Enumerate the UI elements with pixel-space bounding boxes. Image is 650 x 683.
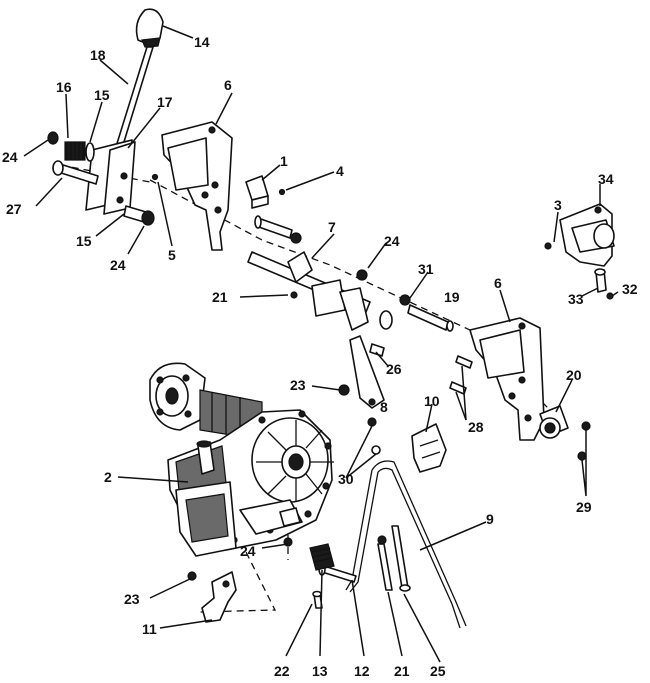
callout-15-upper: 15 — [94, 87, 110, 103]
callout-28: 28 — [468, 419, 484, 435]
nut-23-lower — [187, 571, 197, 581]
callout-7: 7 — [328, 219, 336, 235]
callout-8: 8 — [380, 399, 388, 415]
bushing-20 — [539, 405, 569, 439]
nut-29a — [581, 421, 591, 431]
callout-32: 32 — [622, 281, 638, 297]
callout-25: 25 — [430, 663, 446, 679]
callout-33: 33 — [568, 291, 584, 307]
leader-lines — [23, 25, 619, 663]
callout-10: 10 — [424, 393, 440, 409]
callout-22: 22 — [274, 663, 290, 679]
nut-24-mid — [356, 269, 368, 281]
callout-24-lower-left: 24 — [110, 257, 126, 273]
bracket-34 — [559, 203, 615, 267]
callout-14: 14 — [194, 34, 210, 50]
shift-shaft-7 — [247, 251, 393, 331]
callout-11: 11 — [142, 621, 157, 637]
control-rod-9 — [345, 460, 467, 629]
callout-1: 1 — [280, 153, 288, 169]
callout-3: 3 — [554, 197, 562, 213]
callout-21-lower: 21 — [394, 663, 410, 679]
washer-30a — [367, 417, 377, 427]
linkage-arm-8 — [349, 335, 385, 409]
bolts-28 — [449, 355, 473, 395]
washer-5 — [151, 173, 159, 181]
callout-15-lower: 15 — [76, 233, 92, 249]
shift-lever — [109, 8, 164, 169]
block-1 — [245, 175, 269, 209]
clip-21 — [290, 291, 298, 299]
callout-2: 2 — [104, 469, 112, 485]
pin-3 — [544, 242, 552, 250]
lever-bracket — [85, 139, 136, 215]
callout-12: 12 — [354, 663, 370, 679]
spring-16 — [47, 131, 95, 162]
callout-5: 5 — [168, 247, 176, 263]
bolt-shaft — [254, 215, 302, 244]
callout-24-mid: 24 — [384, 233, 400, 249]
bolt-33 — [594, 268, 607, 293]
long-bolt-25 — [391, 525, 411, 592]
assembly-axis-lines — [59, 164, 561, 613]
pin-26 — [369, 343, 385, 357]
callout-27: 27 — [6, 201, 22, 217]
nut-23-upper — [338, 384, 350, 396]
callout-6-right: 6 — [494, 275, 502, 291]
long-bolt-21 — [377, 535, 393, 591]
callout-labels: 14 18 16 15 17 6 24 27 15 24 5 1 4 7 24 … — [2, 34, 638, 679]
callout-19: 19 — [444, 289, 460, 305]
bolt-22 — [312, 590, 323, 609]
callout-18: 18 — [90, 47, 106, 63]
callout-23-lower: 23 — [124, 591, 140, 607]
callout-34: 34 — [598, 171, 614, 187]
transaxle — [149, 362, 334, 557]
callout-24-left: 24 — [2, 149, 18, 165]
callout-24-lower: 24 — [240, 543, 256, 559]
bushing-15-lower — [123, 205, 155, 226]
callout-26: 26 — [386, 361, 402, 377]
bolt-27 — [52, 160, 99, 185]
callout-6-left: 6 — [224, 77, 232, 93]
screw-4 — [278, 188, 286, 196]
callout-16: 16 — [56, 79, 72, 95]
callout-17: 17 — [157, 94, 173, 110]
callout-20: 20 — [566, 367, 582, 383]
nut-29b — [577, 451, 587, 461]
spring-13 — [309, 543, 335, 571]
washer-30b — [371, 445, 381, 455]
bolt-19 — [399, 294, 454, 332]
mounting-plate-right — [469, 317, 545, 441]
callout-30: 30 — [338, 471, 354, 487]
callout-4: 4 — [336, 163, 344, 179]
mounting-plate-left — [161, 121, 233, 251]
callout-31: 31 — [418, 261, 434, 277]
callout-21-upper: 21 — [212, 289, 228, 305]
callout-9: 9 — [486, 511, 494, 527]
callout-29: 29 — [576, 499, 592, 515]
callout-13: 13 — [312, 663, 328, 679]
bracket-11 — [201, 571, 237, 623]
bracket-10 — [411, 423, 447, 473]
callout-23-upper: 23 — [290, 377, 306, 393]
